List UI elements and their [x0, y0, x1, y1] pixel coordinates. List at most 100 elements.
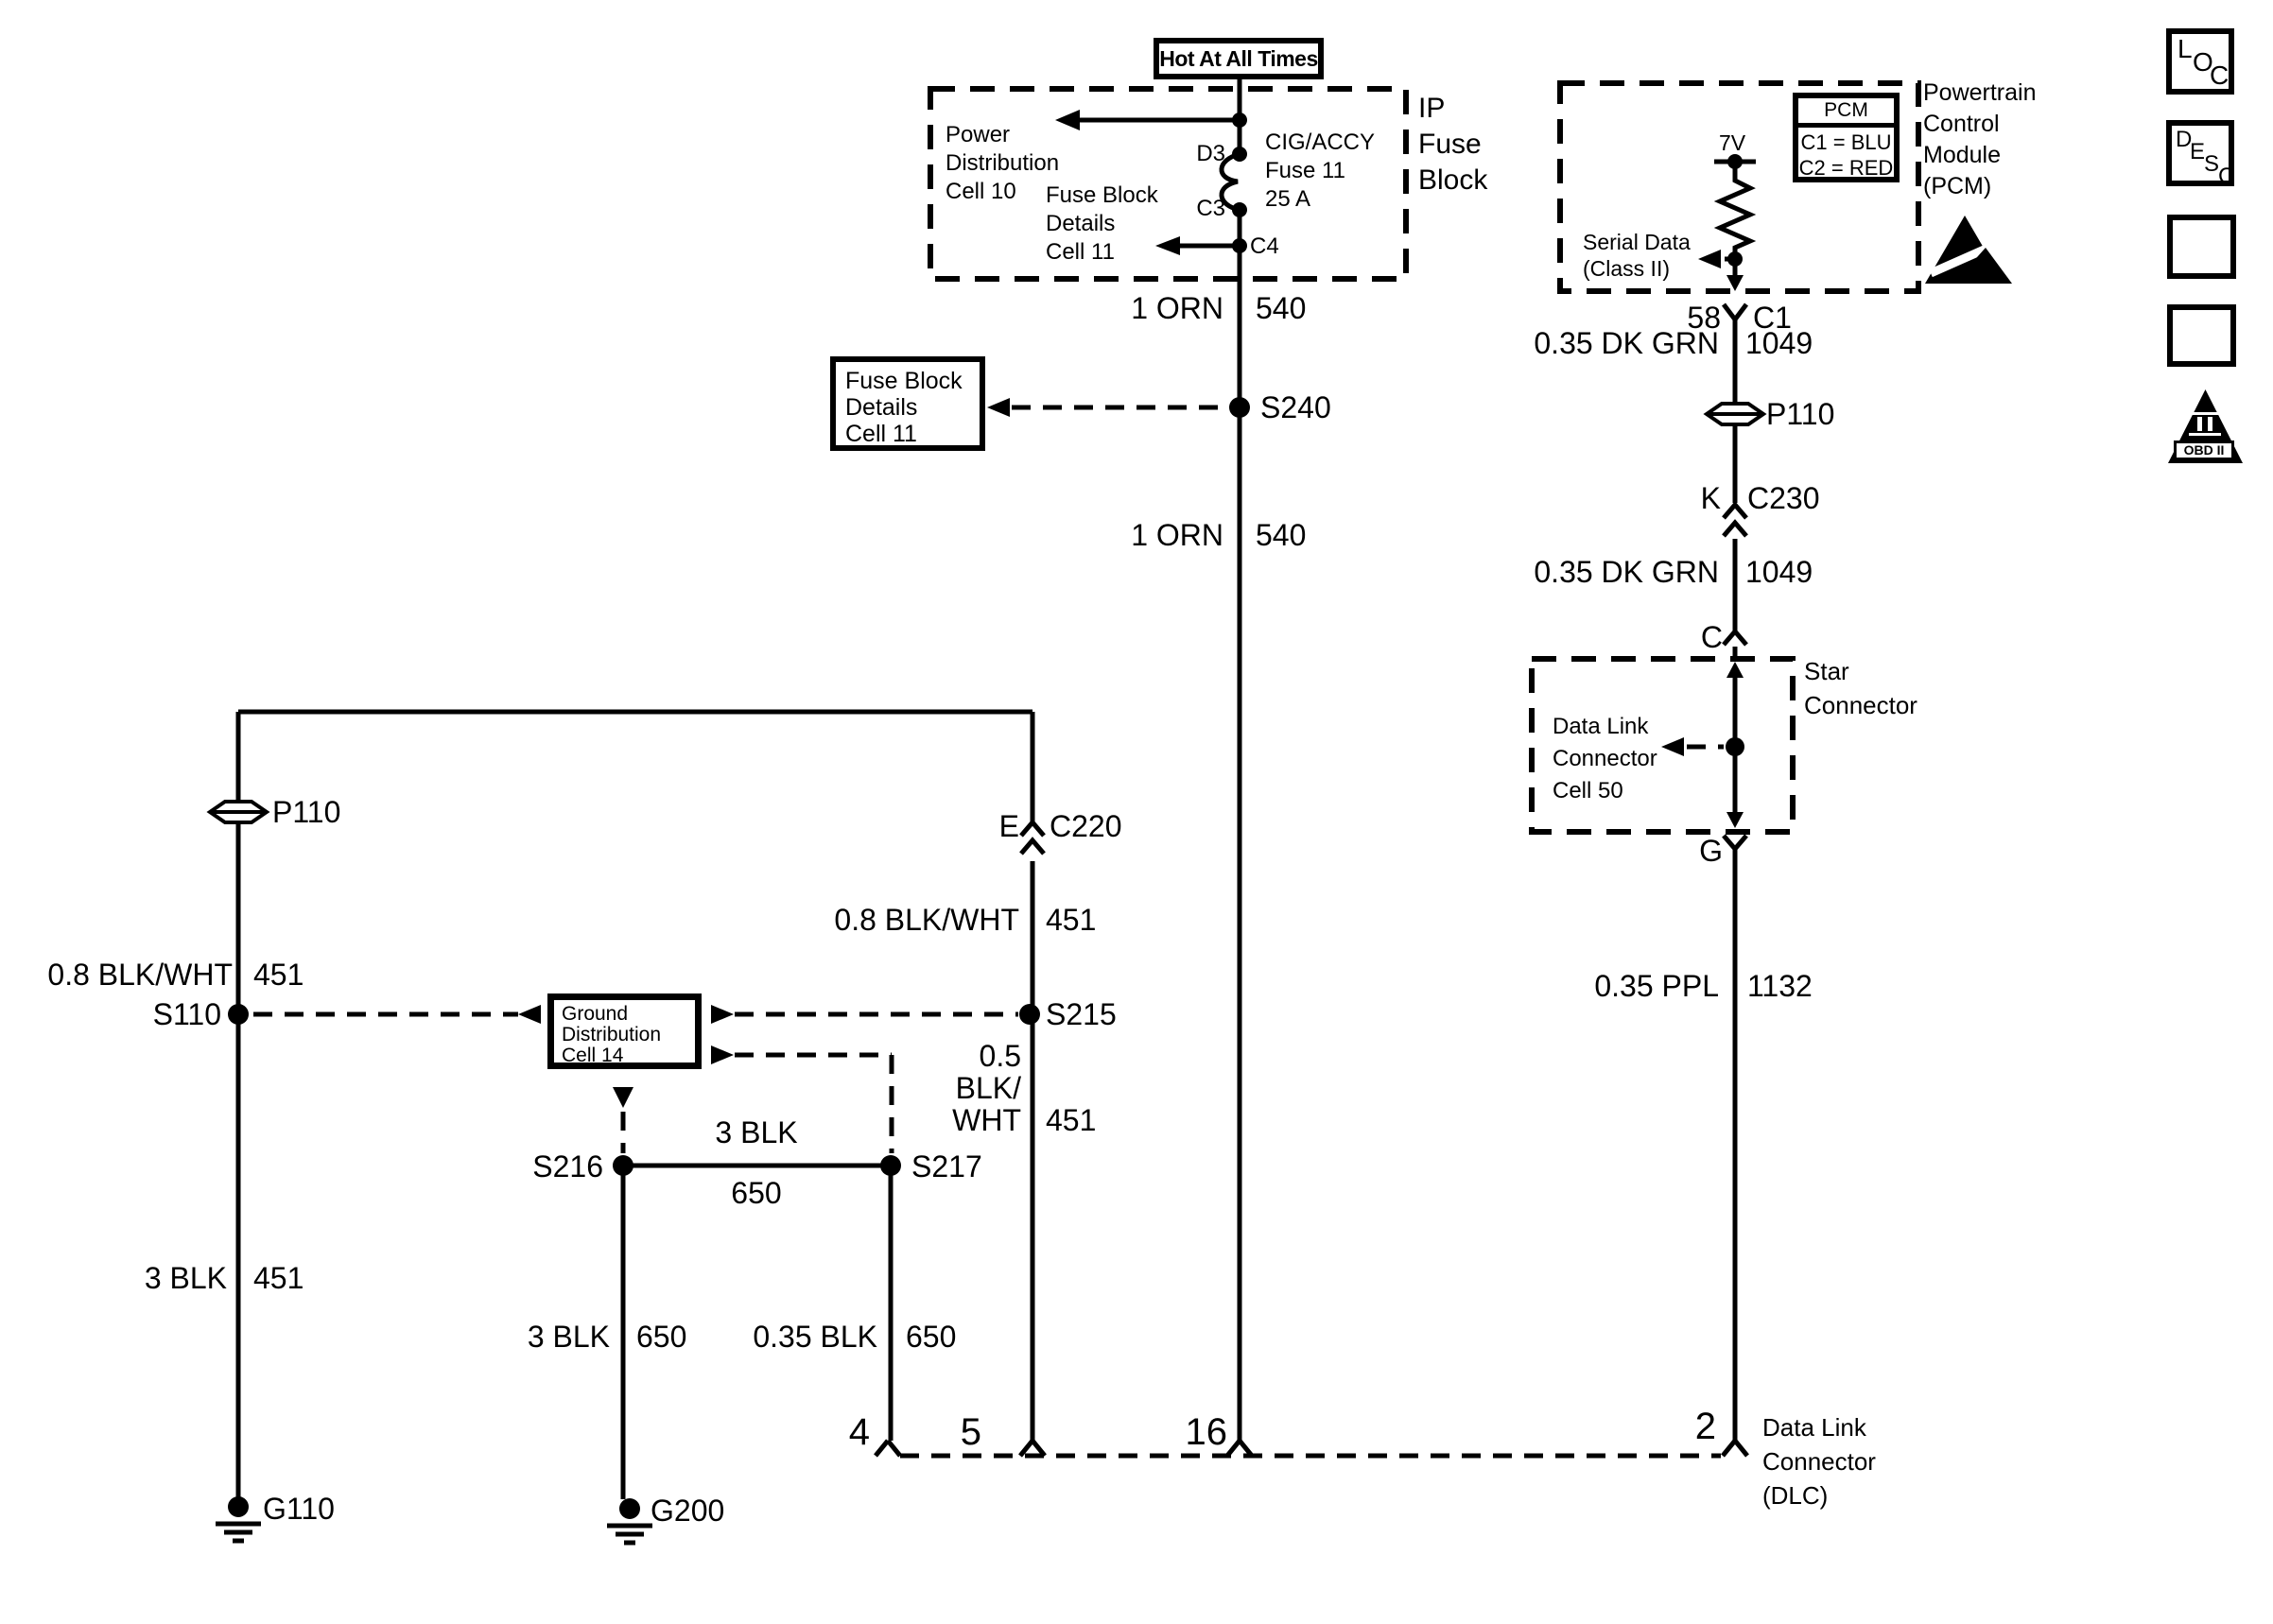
- wire-blk-bridge-gauge: 3 BLK: [715, 1115, 798, 1149]
- data-link-cell-ref: Data Link Connector Cell 50: [1553, 714, 1657, 803]
- c220-pin-label: E: [998, 809, 1019, 843]
- s217-dot: [880, 1155, 901, 1176]
- serial-data-arrow-icon: [1698, 250, 1721, 268]
- wire-blk-s217-circuit: 650: [906, 1320, 957, 1354]
- dlc-pin16-icon: [1225, 1439, 1254, 1458]
- wire-blk-left-gauge: 3 BLK: [144, 1261, 227, 1295]
- wire-blkwht-right-gauge: 0.8 BLK/WHT: [834, 903, 1019, 937]
- desc-letter-e: E: [2190, 139, 2206, 164]
- p110-grommet-left-icon: [206, 800, 270, 824]
- dlc-pin16-label: 16: [1185, 1411, 1228, 1453]
- pcm-outline: [1557, 80, 1921, 294]
- c220-label: C220: [1050, 809, 1122, 843]
- star-pin-c: C: [1700, 620, 1723, 654]
- fuse-symbol: [1219, 151, 1241, 213]
- c3-dot: [1232, 202, 1247, 217]
- ip-fuse-block-outline: [928, 86, 1409, 282]
- obd2-icon: OBD II: [2168, 389, 2243, 463]
- p110-left-label: P110: [272, 795, 341, 829]
- fuse-name-label: CIG/ACCY Fuse 11 25 A: [1265, 130, 1376, 212]
- dlc-pin2-label: 2: [1694, 1406, 1716, 1447]
- dlc-pin5-label: 5: [960, 1411, 981, 1453]
- c220-connector-icon: [1019, 819, 1046, 855]
- wire-blk-bridge-circuit: 650: [731, 1176, 782, 1210]
- obd2-pillar-bar2: [2208, 417, 2212, 431]
- pcm-connector-c1: C1: [1753, 301, 1792, 335]
- hot-node-dot: [1232, 112, 1247, 128]
- obd2-pillar-base: [2189, 433, 2221, 436]
- wire-blkwht-small-circuit: 451: [1046, 1103, 1097, 1137]
- g110-label: G110: [263, 1492, 335, 1526]
- ref-dash-s217: [735, 1052, 894, 1153]
- c230-label: C230: [1747, 481, 1820, 515]
- pcm-name-label: Powertrain Control Module (PCM): [1923, 79, 2037, 199]
- desc-letter-s: S: [2204, 151, 2220, 177]
- fuse-pin-c4: C4: [1250, 233, 1279, 259]
- loc-letter-l: L: [2178, 34, 2193, 63]
- desc-icon[interactable]: D E S C: [2166, 120, 2234, 189]
- ground-ref-right-arrow2-icon: [711, 1045, 734, 1064]
- s110-dot: [228, 1004, 249, 1025]
- wire-blkwht-small-gauge: 0.5 BLK/ WHT: [952, 1039, 1021, 1137]
- obd2-pillar-bar1: [2197, 417, 2202, 431]
- wire-blk-left: [235, 709, 1032, 1497]
- s216-label: S216: [532, 1149, 603, 1183]
- star-out-arrow-icon: [1726, 812, 1744, 828]
- s217-label: S217: [911, 1149, 982, 1183]
- star-connector-label: Star Connector: [1804, 657, 1917, 719]
- d3-dot: [1232, 147, 1247, 162]
- fuse-details-arrow-icon: [1155, 236, 1180, 255]
- star-g-connector-icon: [1722, 834, 1748, 851]
- s215-label: S215: [1046, 997, 1117, 1031]
- hot-at-all-times-label: Hot At All Times: [1159, 46, 1318, 71]
- power-distribution-ref: Power Distribution Cell 10: [946, 122, 1060, 204]
- wire-dkgrn-upper-gauge: 0.35 DK GRN: [1534, 326, 1719, 360]
- wire-dkgrn-lower-gauge: 0.35 DK GRN: [1534, 555, 1719, 589]
- ip-fuse-block-label: IP Fuse Block: [1418, 93, 1488, 196]
- dlc-pin4-icon: [874, 1439, 902, 1458]
- ground-ref-left-arrow-icon: [518, 1005, 541, 1024]
- g110-ground-icon: [216, 1496, 261, 1544]
- fuse-block-details-ref-box: Fuse Block Details Cell 11: [830, 356, 985, 451]
- wire-blk-s217-gauge: 0.35 BLK: [753, 1320, 877, 1354]
- c4-dot: [1232, 238, 1247, 253]
- c230-connector-icon: [1722, 501, 1748, 538]
- pullup-bottom-dot: [1727, 251, 1743, 267]
- pcm-id-box: PCM C1 = BLU C2 = RED: [1793, 93, 1900, 182]
- ground-ref-down-arrow-icon: [613, 1087, 633, 1108]
- prev-page-arrow-box[interactable]: [2167, 304, 2236, 367]
- g200-ground-icon: [607, 1498, 652, 1546]
- c230-pin-label: K: [1700, 481, 1721, 515]
- next-page-arrow-box[interactable]: [2167, 215, 2236, 279]
- wire-orn-upper-circuit: 540: [1256, 291, 1307, 325]
- loc-letter-c: C: [2210, 60, 2230, 90]
- pcm-c1-color: C1 = BLU: [1800, 130, 1892, 154]
- loc-letter-o: O: [2193, 47, 2213, 77]
- loc-icon[interactable]: L O C: [2166, 28, 2234, 95]
- pcm-id-title: PCM: [1798, 98, 1894, 128]
- ground-distribution-ref-text: Ground Distribution Cell 14: [562, 1003, 662, 1066]
- dlc-pin5-icon: [1018, 1439, 1047, 1458]
- wire-orn-lower-gauge: 1 ORN: [1131, 518, 1223, 552]
- obd2-pillar-top: [2191, 412, 2219, 415]
- p110-right-label: P110: [1766, 397, 1835, 431]
- pcm-exit-arrow-icon: [1726, 275, 1744, 291]
- hot-at-all-times-box: Hot At All Times: [1154, 38, 1324, 79]
- wire-blkwht-left-gauge: 0.8 BLK/WHT: [47, 958, 233, 992]
- star-pin-g: G: [1699, 834, 1723, 868]
- star-c-connector-icon: [1722, 630, 1748, 647]
- desc-letter-d: D: [2176, 127, 2193, 152]
- s216-dot: [613, 1155, 633, 1176]
- wire-dkgrn-upper-circuit: 1049: [1745, 326, 1813, 360]
- serial-data-label: Serial Data (Class II): [1583, 230, 1691, 281]
- s240-ref-arrow-icon: [987, 398, 1010, 417]
- s110-label: S110: [152, 997, 221, 1031]
- wire-ppl-gauge: 0.35 PPL: [1594, 969, 1719, 1003]
- obd2-banner: OBD II: [2174, 441, 2234, 460]
- s240-label: S240: [1260, 390, 1331, 424]
- pcm-c2-color: C2 = RED: [1798, 156, 1894, 180]
- wire-dkgrn-lower-circuit: 1049: [1745, 555, 1813, 589]
- wire-blkwht-right-circuit: 451: [1046, 903, 1097, 937]
